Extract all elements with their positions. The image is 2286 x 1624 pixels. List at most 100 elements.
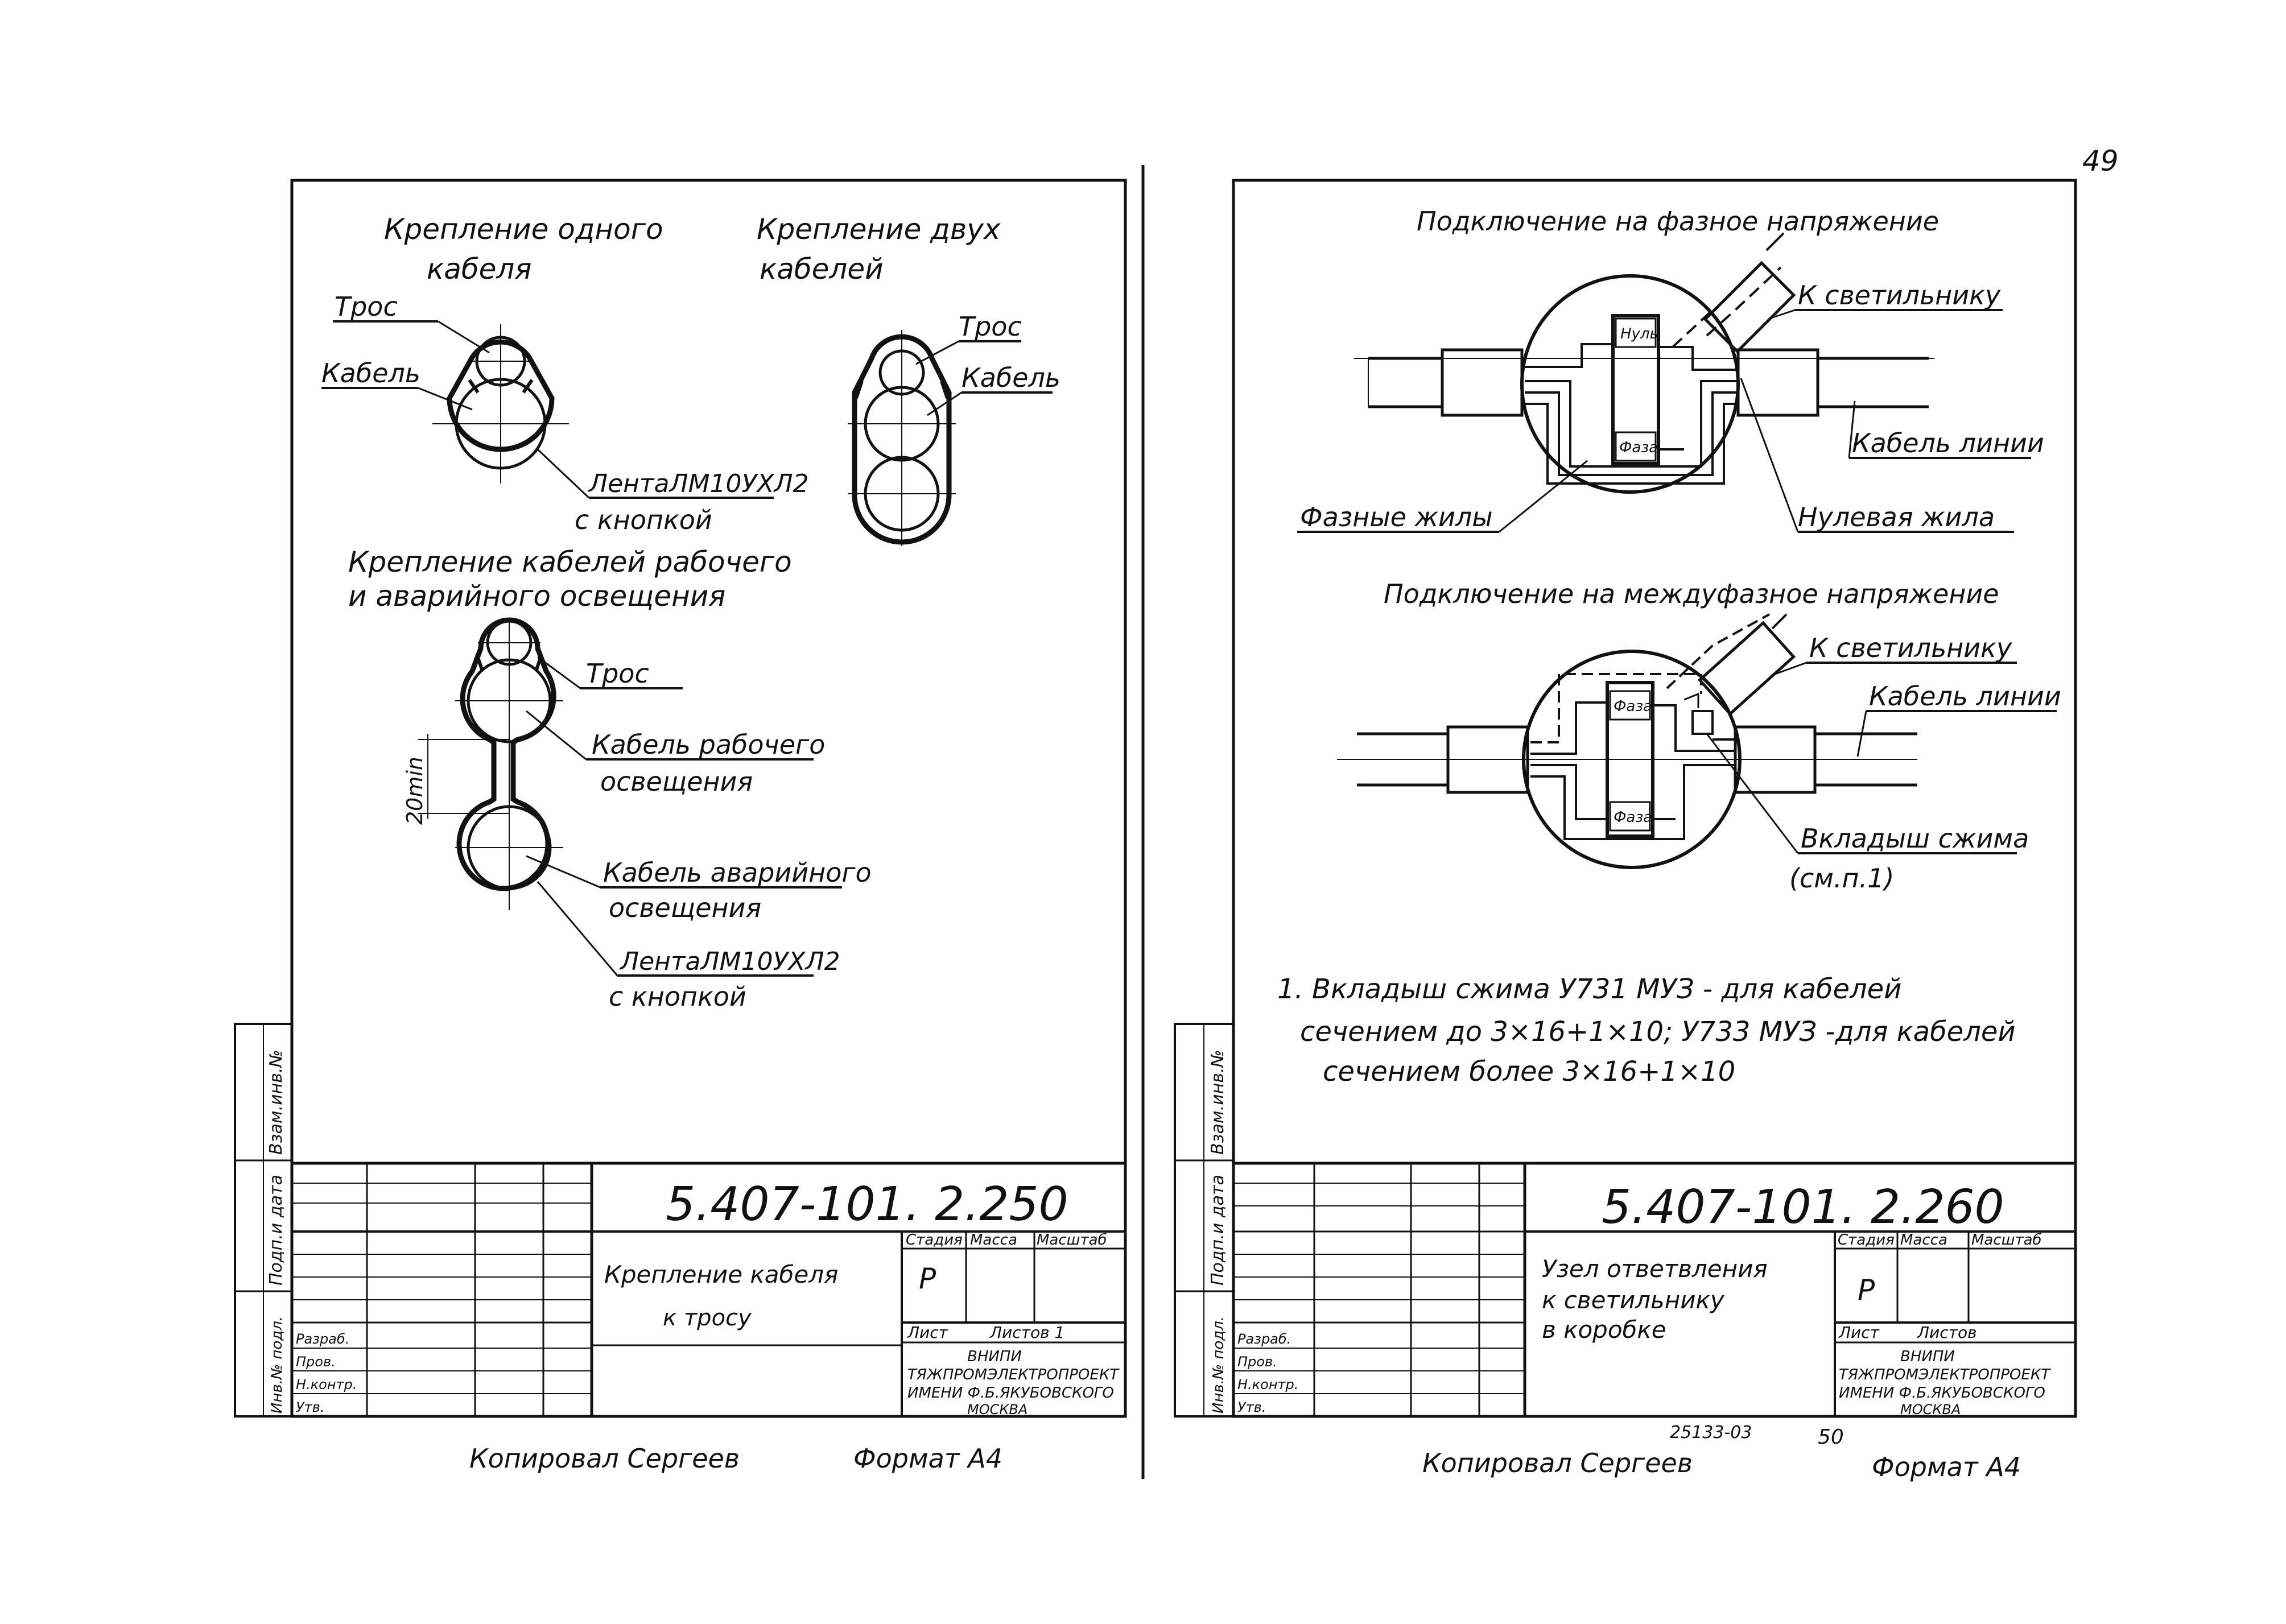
interphase-diagram: Фаза Фаза К светильнику Кабе (1337, 613, 2061, 894)
two-cable-diagram: Трос Кабель (848, 311, 1061, 546)
work-emergency-tape-sub-label: с кнопкой (609, 981, 746, 1012)
left-drawing-name-l2: к тросу (663, 1305, 752, 1331)
left-org-l2: ТЯЖПРОМЭЛЕКТРОПРОЕКТ (907, 1366, 1120, 1383)
one-cable-cable-label: Кабель (321, 358, 420, 389)
left-org-l3: ИМЕНИ Ф.Б.ЯКУБОВСКОГО (907, 1385, 1114, 1402)
phase-to-lamp-label: К светильнику (1798, 280, 2001, 311)
note-line-1: 1. Вкладыш сжима У731 МУЗ - для кабелей (1277, 973, 1901, 1005)
phase-box-top-label: Нуль (1620, 325, 1658, 342)
left-col-scale: Масштаб (1037, 1232, 1107, 1249)
phase-heading: Подключение на фазное напряжение (1417, 206, 1939, 237)
two-cable-tape (852, 334, 952, 545)
right-footer-archive-no: 25133-03 (1670, 1423, 1752, 1443)
interphase-heading: Подключение на междуфазное напряжение (1384, 578, 1999, 609)
emergency-cable-label-l1: Кабель аварийного (603, 857, 872, 888)
two-cable-rope-label: Трос (959, 311, 1022, 342)
right-signer-4: Утв. (1237, 1399, 1266, 1415)
left-org-l4: МОСКВА (967, 1402, 1028, 1418)
one-cable-tape-sub-label: с кнопкой (575, 505, 712, 535)
left-footer-copied: Копировал Сергеев (469, 1443, 740, 1474)
right-footer-format: Формат А4 (1872, 1452, 2021, 1482)
right-org-l4: МОСКВА (1900, 1402, 1961, 1418)
work-cable-label-l2: освещения (600, 766, 753, 797)
left-heading-one-cable-l2: кабеля (427, 253, 531, 286)
right-stamp-orig-inv: Инв.№ подл. (1210, 1316, 1227, 1414)
interphase-insert-ref-label: (см.п.1) (1789, 863, 1894, 894)
work-cable-label-l1: Кабель рабочего (592, 729, 825, 760)
one-cable-tape (447, 339, 555, 452)
right-col-stage: Стадия (1838, 1232, 1895, 1249)
right-stage-value: Р (1858, 1274, 1875, 1307)
left-heading-one-cable-l1: Крепление одного (384, 213, 663, 246)
right-stamp-sign-date: Подп.и дата (1208, 1175, 1228, 1286)
work-emergency-rope-label: Трос (586, 658, 649, 689)
right-org-l1: ВНИПИ (1900, 1348, 1955, 1365)
phase-junction-box (1520, 274, 1740, 494)
interphase-box-bottom-label: Фаза (1614, 809, 1652, 826)
one-cable-tape-label: ЛентаЛМ10УХЛ2 (588, 469, 809, 498)
left-sheet-label: Лист (907, 1323, 948, 1342)
left-title-block: 5.407-101. 2.250 Крепление кабеля к трос… (290, 1162, 1127, 1418)
left-stamp-replace-inv: Взам.инв.№ (266, 1049, 286, 1155)
phase-neutral-wire-label: Нулевая жила (1798, 502, 1995, 532)
phase-diagram: Нуль Фаза К светильнику Кабель лини (1297, 232, 2044, 533)
left-signer-1: Разраб. (296, 1331, 349, 1347)
interphase-junction-box (1522, 650, 1742, 869)
left-stamp-sign-date: Подп.и дата (266, 1175, 286, 1286)
left-drawing-name-l1: Крепление кабеля (604, 1261, 838, 1288)
right-side-stamp: Взам.инв.№ Подп.и дата Инв.№ подл. (1174, 1023, 1235, 1418)
right-org-l3: ИМЕНИ Ф.Б.ЯКУБОВСКОГО (1839, 1385, 2045, 1402)
left-signer-3: Н.контр. (296, 1377, 357, 1392)
right-signer-1: Разраб. (1237, 1331, 1291, 1347)
left-col-stage: Стадия (906, 1232, 963, 1249)
work-emergency-tape-label: ЛентаЛМ10УХЛ2 (619, 947, 840, 976)
work-emergency-tape (456, 617, 556, 891)
right-drawing-name-l1: Узел ответвления (1542, 1255, 1768, 1283)
left-drawing-code: 5.407-101. 2.250 (666, 1177, 1068, 1232)
phase-line-cable-label: Кабель линии (1852, 428, 2044, 458)
right-stamp-replace-inv: Взам.инв.№ (1208, 1049, 1228, 1155)
right-sheets-label: Листов (1917, 1323, 1977, 1342)
left-org-l1: ВНИПИ (967, 1348, 1022, 1365)
one-cable-diagram: Трос Кабель ЛентаЛМ10УХЛ2 с кнопкой (321, 291, 809, 535)
note-line-3: сечением более 3×16+1×10 (1323, 1056, 1735, 1088)
right-sheet: Взам.инв.№ Подп.и дата Инв.№ подл. Подкл… (1174, 179, 2077, 1482)
left-col-mass: Масса (970, 1232, 1017, 1249)
two-cable-cable-label: Кабель (962, 362, 1061, 393)
right-col-scale: Масштаб (1971, 1232, 2042, 1249)
right-col-mass: Масса (1900, 1232, 1947, 1249)
interphase-box-top-label: Фаза (1614, 698, 1652, 715)
interphase-insert-label: Вкладыш сжима (1801, 823, 2029, 854)
right-signer-3: Н.контр. (1237, 1377, 1298, 1392)
right-org-l2: ТЯЖПРОМЭЛЕКТРОПРОЕКТ (1839, 1366, 2051, 1383)
one-cable-rope-label: Трос (335, 291, 398, 322)
emergency-cable-label-l2: освещения (609, 892, 761, 923)
left-signer-2: Пров. (296, 1354, 336, 1370)
right-signer-2: Пров. (1237, 1354, 1277, 1370)
left-heading-work-emergency-l2: и аварийного освещения (348, 580, 725, 613)
left-sheets-label: Листов 1 (989, 1323, 1064, 1342)
left-signer-4: Утв. (296, 1399, 324, 1415)
left-stage-value: Р (919, 1262, 936, 1295)
left-stamp-orig-inv: Инв.№ подл. (269, 1316, 286, 1414)
right-drawing-code: 5.407-101. 2.260 (1602, 1180, 2004, 1234)
phase-box-bottom-label: Фаза (1619, 439, 1658, 456)
phase-phase-wires-label: Фазные жилы (1300, 502, 1493, 532)
right-drawing-name-l3: в коробке (1542, 1316, 1666, 1344)
right-drawing-name-l2: к светильнику (1542, 1286, 1725, 1314)
right-footer-copied: Копировал Сергеев (1422, 1448, 1693, 1478)
work-emergency-diagram: 20min Трос Кабель рабочего освещения Каб… (402, 617, 872, 1012)
left-heading-work-emergency-l1: Крепление кабелей рабочего (348, 546, 792, 578)
left-sheet: Взам.инв.№ Подп.и дата Инв.№ подл. Крепл… (234, 179, 1127, 1474)
work-emergency-dimension: 20min (402, 757, 427, 825)
left-footer-format: Формат А4 (853, 1443, 1002, 1474)
interphase-to-lamp-label: К светильнику (1809, 633, 2012, 663)
right-title-block: 5.407-101. 2.260 Узел ответвления к свет… (1232, 1162, 2077, 1418)
note-line-2: сечением до 3×16+1×10; У733 МУЗ -для каб… (1300, 1016, 2016, 1048)
right-sheet-label: Лист (1838, 1323, 1880, 1342)
page-number: 49 (2082, 144, 2119, 177)
right-footer-sheet-no: 50 (1818, 1425, 1844, 1449)
left-side-stamp: Взам.инв.№ Подп.и дата Инв.№ подл. (234, 1023, 293, 1418)
left-heading-two-cables-l2: кабелей (760, 253, 884, 286)
